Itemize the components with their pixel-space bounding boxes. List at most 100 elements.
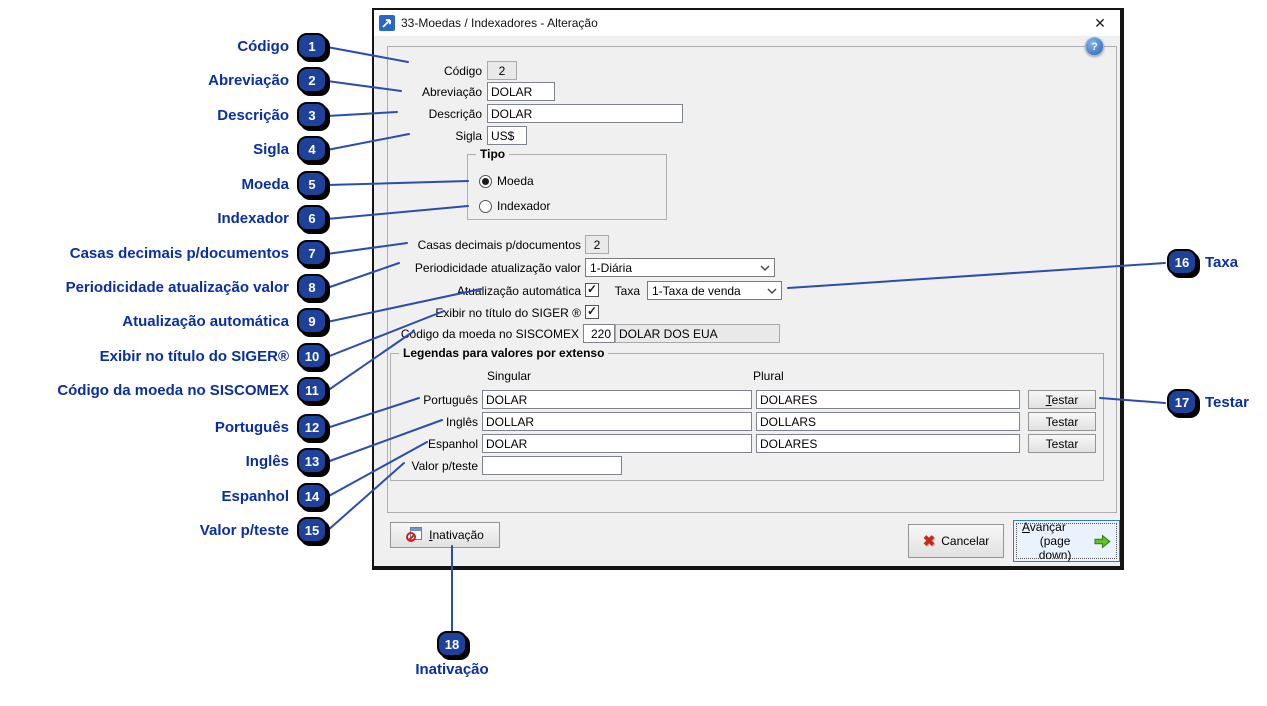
exibir-siger-label: Exibir no título do SIGER ®	[435, 306, 581, 320]
callout-badge-7: 7	[297, 240, 327, 266]
ingles-plural-field[interactable]	[756, 412, 1020, 431]
indexador-radio-label: Indexador	[497, 199, 551, 213]
portugues-label: Português	[423, 393, 478, 407]
callout-badge-1: 1	[297, 33, 327, 59]
callout-badge-11: 11	[297, 377, 327, 403]
callout-exibir-siger: Exibir no título do SIGER®10	[100, 343, 327, 369]
chevron-down-icon	[767, 288, 777, 294]
siscomex-descricao-field[interactable]	[615, 324, 780, 343]
callout-badge-15: 15	[297, 517, 327, 543]
moeda-radio[interactable]	[479, 175, 492, 188]
siscomex-code-field[interactable]	[583, 324, 615, 343]
inactivate-icon	[406, 527, 423, 543]
avancar-button-sublabel: (page down)	[1038, 534, 1072, 562]
arrow-right-icon	[1094, 534, 1111, 548]
callout-badge-2: 2	[297, 67, 327, 93]
atualizacao-automatica-checkbox[interactable]	[585, 282, 599, 297]
callout-badge-8: 8	[297, 274, 327, 300]
close-icon[interactable]: ✕	[1094, 14, 1106, 31]
callout-badge-10: 10	[297, 343, 327, 369]
legendas-legend: Legendas para valores por extenso	[399, 346, 609, 360]
app-icon	[379, 15, 395, 31]
indexador-radio[interactable]	[479, 200, 492, 213]
callout-badge-13: 13	[297, 448, 327, 474]
avancar-button-label: Avançar	[1022, 520, 1066, 534]
dialog-window: 33-Moedas / Indexadores - Alteração ✕ ? …	[372, 8, 1124, 570]
inativacao-button-label: Inativação	[429, 528, 484, 542]
avancar-button[interactable]: Avançar (page down)	[1013, 520, 1120, 562]
sigla-field[interactable]	[487, 126, 527, 145]
taxa-value: 1-Taxa de venda	[652, 283, 741, 298]
casas-decimais-field[interactable]	[585, 235, 609, 254]
exibir-siger-checkbox[interactable]	[585, 304, 599, 319]
sigla-label: Sigla	[455, 129, 482, 143]
callout-badge-4: 4	[297, 136, 327, 162]
codigo-field[interactable]	[487, 61, 517, 80]
cancelar-button-label: Cancelar	[941, 534, 990, 548]
abreviacao-label: Abreviação	[421, 85, 482, 99]
callout-badge-14: 14	[297, 483, 327, 509]
cancelar-button[interactable]: ✖ Cancelar	[908, 524, 1004, 558]
moeda-radio-label: Moeda	[497, 174, 534, 188]
testar-button-portugues[interactable]: Testar	[1028, 390, 1096, 409]
ingles-singular-field[interactable]	[482, 412, 752, 431]
espanhol-singular-field[interactable]	[482, 434, 752, 453]
espanhol-label: Espanhol	[427, 437, 478, 451]
espanhol-plural-field[interactable]	[756, 434, 1020, 453]
help-icon[interactable]: ?	[1085, 37, 1104, 56]
testar-button-ingles[interactable]: Testar	[1028, 412, 1096, 431]
valor-teste-label: Valor p/teste	[411, 459, 478, 473]
periodicidade-label: Periodicidade atualização valor	[414, 261, 581, 275]
atualizacao-automatica-label: Atualização automática	[456, 284, 581, 298]
portugues-singular-field[interactable]	[482, 390, 752, 409]
callout-badge-12: 12	[297, 414, 327, 440]
portugues-plural-field[interactable]	[756, 390, 1020, 409]
taxa-label: Taxa	[614, 284, 640, 298]
tipo-groupbox: Tipo	[467, 147, 667, 220]
dialog-title: 33-Moedas / Indexadores - Alteração	[401, 16, 598, 30]
abreviacao-field[interactable]	[487, 82, 555, 101]
codigo-label: Código	[443, 64, 482, 78]
taxa-dropdown[interactable]: 1-Taxa de venda	[647, 281, 782, 300]
callout-badge-3: 3	[297, 102, 327, 128]
testar-button-espanhol[interactable]: Testar	[1028, 434, 1096, 453]
callout-badge-5: 5	[297, 171, 327, 197]
cancel-x-icon: ✖	[922, 533, 936, 550]
dialog-body: ? Código Abreviação Descrição Sigla Tipo…	[374, 37, 1120, 567]
callout-badge-6: 6	[297, 205, 327, 231]
callout-badge-16: 16	[1167, 249, 1197, 275]
chevron-down-icon	[760, 265, 770, 271]
legendas-groupbox: Legendas para valores por extenso	[390, 346, 1104, 481]
callout-badge-17: 17	[1167, 389, 1197, 415]
callout-badge-9: 9	[297, 308, 327, 334]
casas-decimais-label: Casas decimais p/documentos	[417, 238, 581, 252]
tipo-legend: Tipo	[476, 147, 510, 161]
valor-teste-field[interactable]	[482, 456, 622, 475]
plural-header: Plural	[753, 369, 784, 383]
periodicidade-value: 1-Diária	[590, 260, 633, 275]
inativacao-button[interactable]: Inativação	[390, 522, 500, 548]
callout-badge-18: 18	[437, 631, 467, 657]
siscomex-label: Código da moeda no SISCOMEX	[400, 327, 579, 341]
descricao-field[interactable]	[487, 104, 683, 123]
descricao-label: Descrição	[428, 107, 482, 121]
periodicidade-dropdown[interactable]: 1-Diária	[585, 258, 775, 277]
ingles-label: Inglês	[445, 415, 478, 429]
